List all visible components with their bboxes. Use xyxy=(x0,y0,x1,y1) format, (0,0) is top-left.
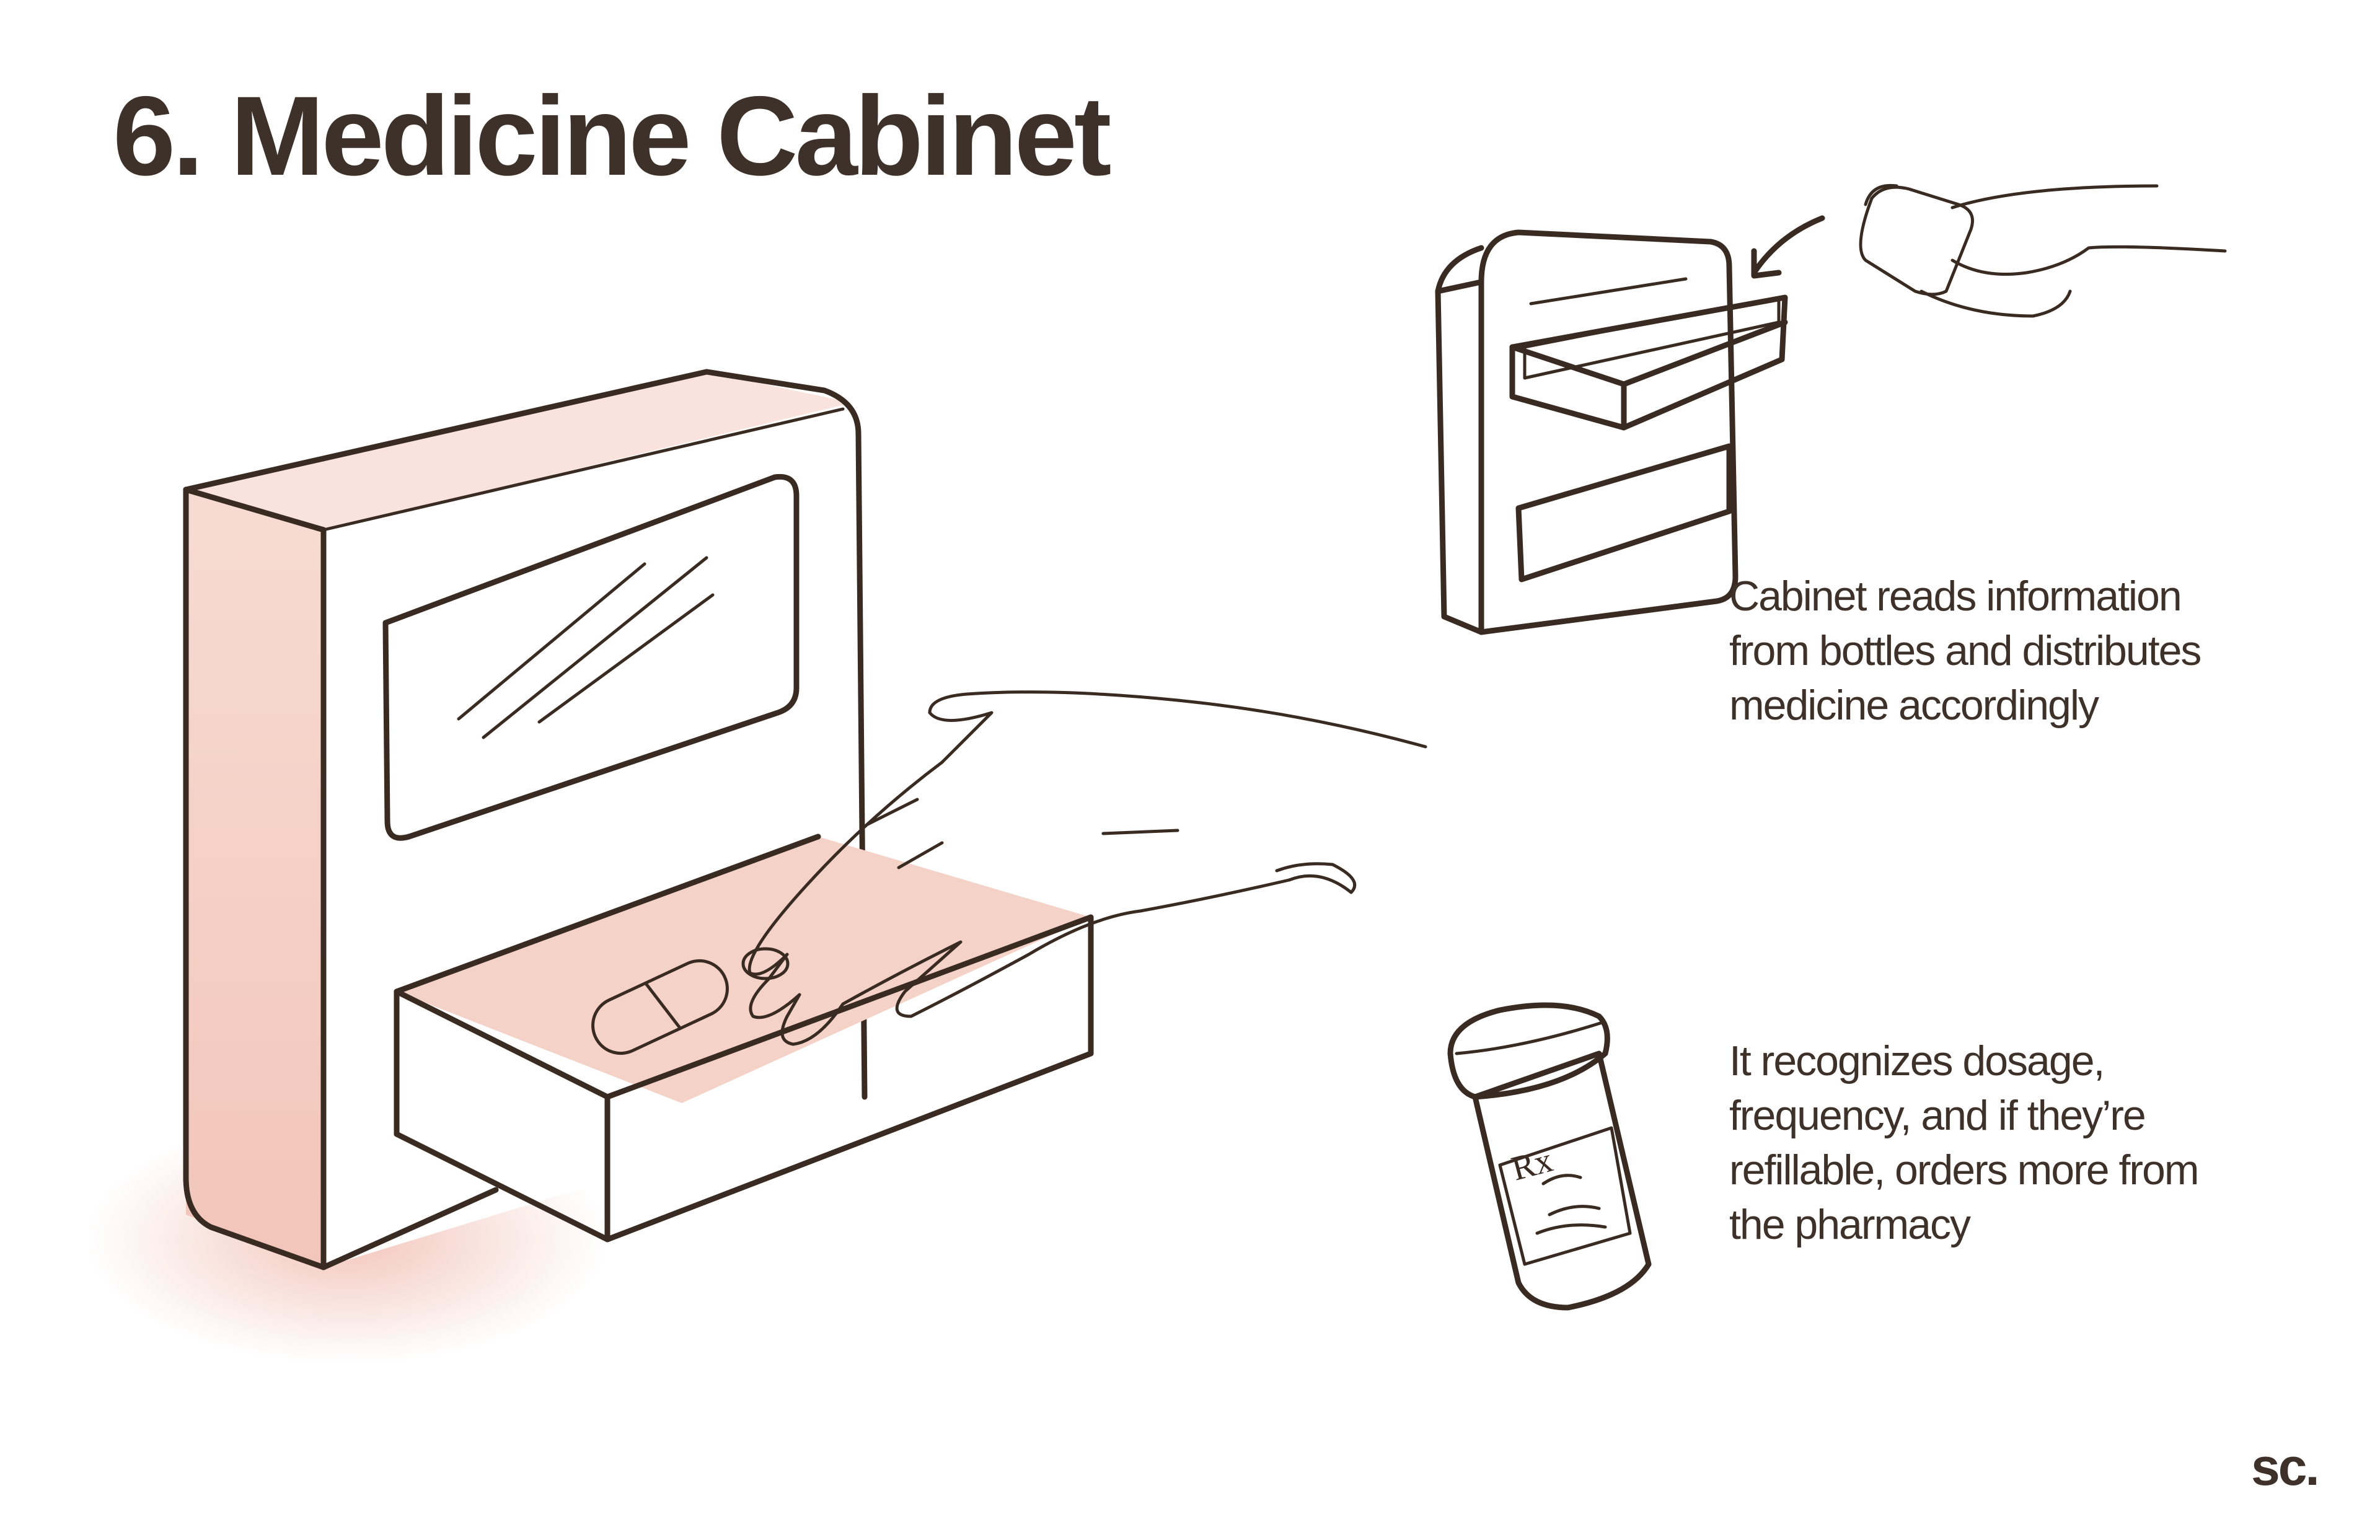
section-number: 6. xyxy=(113,73,204,199)
cabinet-screen xyxy=(382,473,800,841)
pill-bottle-drawing xyxy=(1447,1002,1652,1311)
pill-icon xyxy=(591,947,790,1055)
section-title: Medicine Cabinet xyxy=(230,73,1112,199)
arrow-icon xyxy=(1751,215,1825,279)
cabinet-side xyxy=(186,490,324,1267)
brand-logo: sc. xyxy=(2251,1438,2320,1496)
caption-cabinet-reads: Cabinet reads information from bottles a… xyxy=(1729,573,2202,729)
drawer-front xyxy=(604,914,1094,1243)
main-cabinet-drawing xyxy=(87,369,1427,1363)
caption-recognizes-dosage: It recognizes dosage, frequency, and if … xyxy=(1729,1037,2199,1248)
small-cabinet-drawing xyxy=(1435,229,1788,635)
hand-reaching-drawing xyxy=(747,690,1427,1046)
hand-with-bottle-drawing xyxy=(1859,183,2227,318)
cabinet-top xyxy=(186,372,852,530)
page-title: 6.Medicine Cabinet xyxy=(113,79,1111,192)
